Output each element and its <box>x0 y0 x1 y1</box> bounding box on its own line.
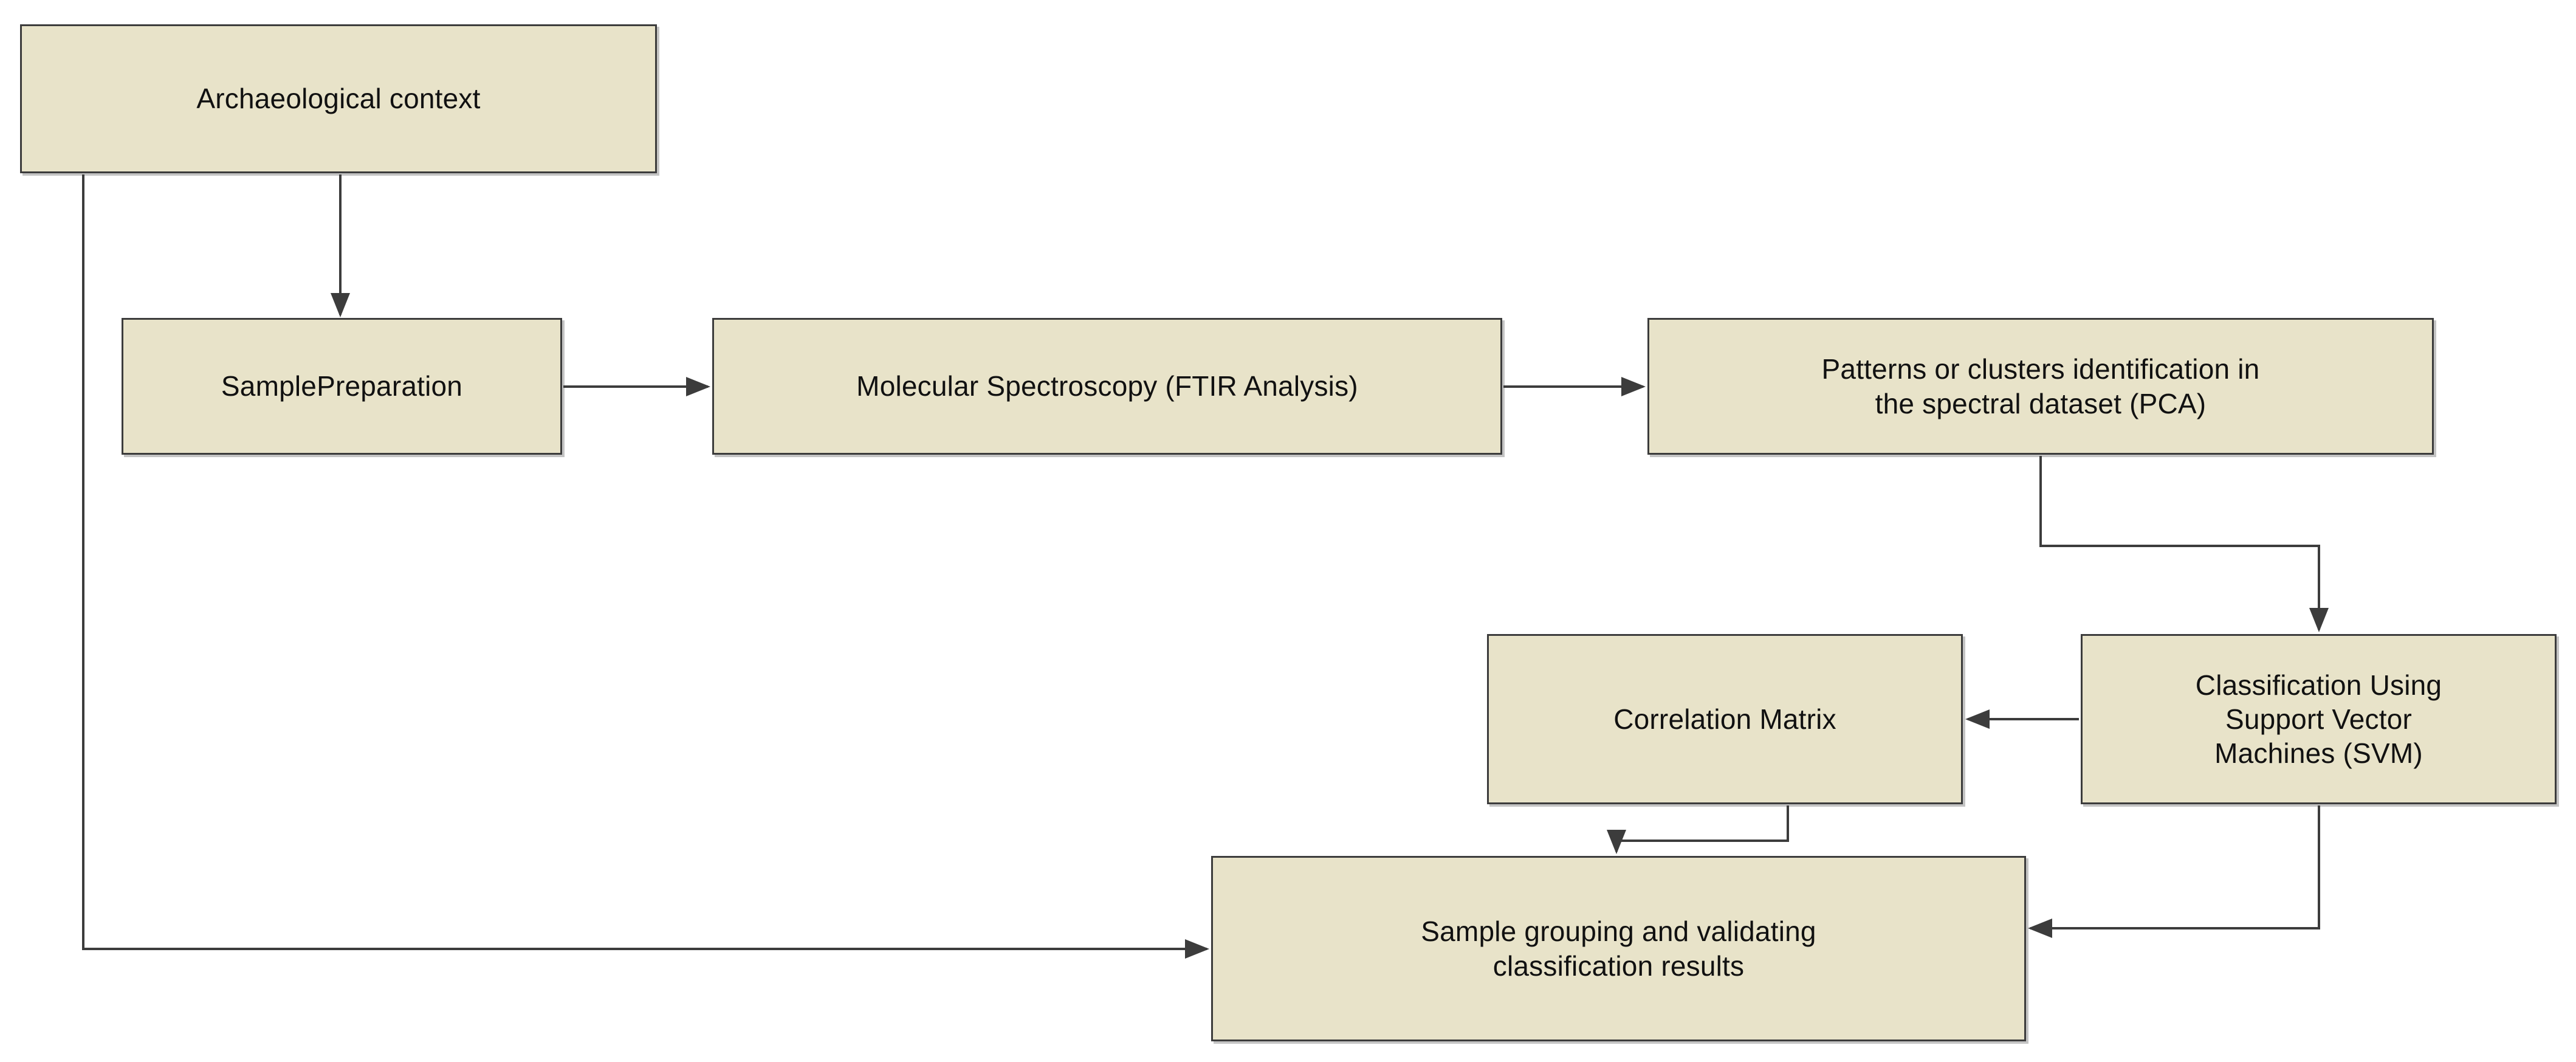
node-correlation-matrix[interactable]: Correlation Matrix <box>1487 634 1963 804</box>
node-archaeological-context[interactable]: Archaeological context <box>20 24 657 173</box>
node-sample-preparation[interactable]: SamplePreparation <box>122 318 562 455</box>
node-label: Sample grouping and validating classific… <box>1421 915 1816 982</box>
node-pca[interactable]: Patterns or clusters identification in t… <box>1647 318 2434 455</box>
node-svm[interactable]: Classification Using Support Vector Mach… <box>2081 634 2557 804</box>
node-label: Classification Using Support Vector Mach… <box>2195 669 2442 770</box>
node-ftir-analysis[interactable]: Molecular Spectroscopy (FTIR Analysis) <box>712 318 1502 455</box>
node-label: Molecular Spectroscopy (FTIR Analysis) <box>856 370 1358 402</box>
node-label: Correlation Matrix <box>1613 703 1836 735</box>
node-label: SamplePreparation <box>221 370 463 402</box>
node-label: Patterns or clusters identification in t… <box>1821 353 2260 419</box>
node-sample-grouping[interactable]: Sample grouping and validating classific… <box>1211 856 2026 1041</box>
edge-svm-to-grouping <box>2028 805 2320 938</box>
edge-pca-to-svm <box>2039 456 2329 632</box>
node-label: Archaeological context <box>196 83 481 115</box>
edge-correlation-to-grouping <box>1607 805 1789 854</box>
edge-context-to-grouping <box>82 174 1209 959</box>
